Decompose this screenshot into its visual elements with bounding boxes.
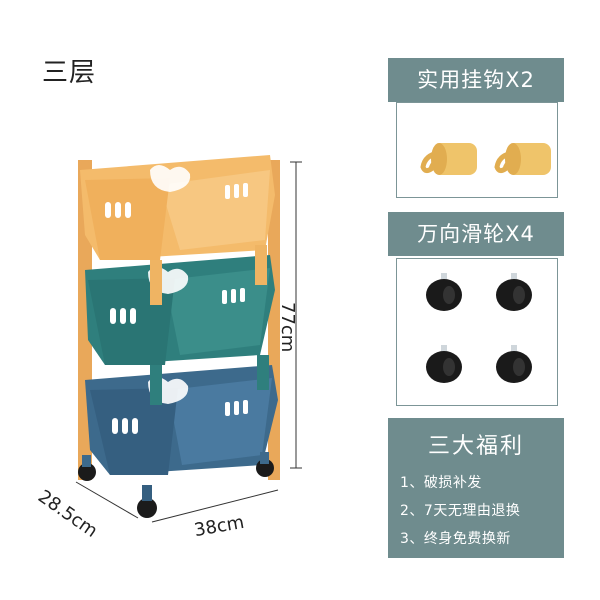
product-title: 三层 bbox=[42, 58, 97, 88]
cart-tier-top bbox=[80, 155, 275, 260]
hooks-label-bar: 实用挂钩X2 bbox=[388, 58, 564, 102]
height-dimension-line bbox=[290, 161, 302, 469]
wheels-label-bar: 万向滑轮X4 bbox=[388, 212, 564, 256]
caster-wheel-icon bbox=[426, 273, 532, 383]
cart-wheels bbox=[78, 452, 274, 518]
three-tier-cart-image bbox=[78, 155, 280, 518]
cart-tier-middle bbox=[85, 245, 275, 365]
height-label: 77cm bbox=[277, 302, 298, 353]
hooks-image-box bbox=[396, 102, 558, 198]
benefits-panel: 三大福利 1、破损补发 2、7天无理由退换 3、终身免费换新 bbox=[388, 418, 564, 558]
depth-dimension-line bbox=[75, 481, 139, 519]
benefits-heading: 三大福利 bbox=[427, 434, 524, 459]
benefit-item-3: 3、终身免费换新 bbox=[400, 531, 511, 547]
width-dimension-line bbox=[151, 489, 279, 523]
benefit-item-2: 2、7天无理由退换 bbox=[400, 503, 521, 519]
wheels-image-box bbox=[396, 258, 558, 406]
hook-icon bbox=[420, 143, 551, 175]
benefit-item-1: 1、破损补发 bbox=[400, 475, 482, 491]
cart-tier-bottom bbox=[85, 355, 278, 475]
